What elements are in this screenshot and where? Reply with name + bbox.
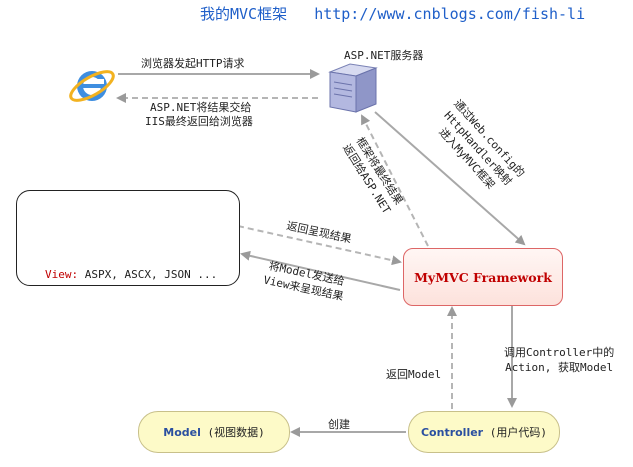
view-container	[16, 190, 240, 286]
arrow-framework-to-server	[361, 114, 429, 247]
label-create: 创建	[328, 418, 350, 431]
controller-name: Controller	[420, 425, 484, 439]
ie-browser-icon	[69, 70, 115, 102]
arrow-view-to-framework	[237, 225, 402, 266]
server-icon	[328, 63, 378, 113]
arrow-server-to-framework	[374, 111, 526, 246]
model-box: Model (视图数据)	[138, 411, 290, 453]
blog-url[interactable]: http://www.cnblogs.com/fish-li	[314, 5, 586, 23]
server-label: ASP.NET服务器	[344, 49, 424, 62]
arrow-framework-to-view	[240, 250, 401, 291]
label-call-controller: 调用Controller中的 Action, 获取Model	[504, 345, 614, 375]
label-call-line1: 调用Controller中的	[504, 346, 615, 359]
label-return-model: 返回Model	[386, 368, 442, 381]
view-caption: View: ASPX, ASCX, JSON ...	[45, 267, 217, 282]
label-call-line2: Action, 获取Model	[505, 361, 614, 374]
label-return-line2: IIS最终返回给浏览器	[145, 115, 253, 128]
page-title: 我的MVC框架 http://www.cnblogs.com/fish-li	[200, 3, 585, 24]
controller-box: Controller (用户代码)	[408, 411, 560, 453]
label-return-line1: ASP.NET将结果交给	[150, 101, 252, 114]
framework-label: MyMVC Framework	[414, 269, 552, 285]
framework-box: MyMVC Framework	[403, 248, 563, 306]
controller-desc: (用户代码)	[489, 426, 547, 439]
model-name: Model	[163, 425, 201, 439]
view-prefix: View:	[45, 268, 79, 281]
label-browser-request: 浏览器发起HTTP请求	[141, 57, 245, 70]
view-types: ASPX, ASCX, JSON ...	[84, 268, 218, 281]
title-text: 我的MVC框架	[200, 5, 288, 23]
model-desc: (视图数据)	[207, 426, 265, 439]
